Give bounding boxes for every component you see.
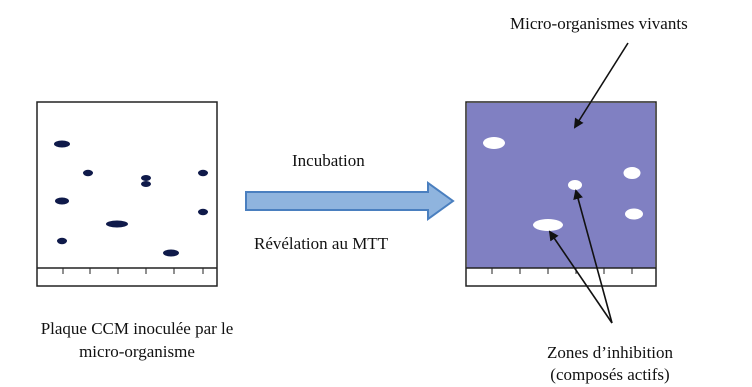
label-living-microorganisms: Micro-organismes vivants bbox=[510, 14, 688, 33]
inhibition-zone bbox=[623, 167, 641, 179]
inhibition-zone bbox=[483, 137, 505, 149]
left-plate-ruler-ticks bbox=[62, 268, 204, 274]
spot bbox=[141, 181, 151, 187]
label-mtt-revelation: Révélation au MTT bbox=[254, 234, 389, 253]
inhibition-zone bbox=[568, 180, 582, 190]
spot bbox=[198, 169, 208, 177]
microorganism-spots bbox=[54, 140, 208, 257]
inhibition-zone bbox=[533, 219, 563, 231]
caption-left-plate-line1: Plaque CCM inoculée par le bbox=[40, 319, 234, 338]
spot bbox=[198, 208, 208, 216]
spot bbox=[54, 140, 70, 148]
process-arrow bbox=[245, 181, 455, 221]
spot bbox=[55, 197, 69, 205]
spot bbox=[106, 220, 128, 228]
spot bbox=[57, 237, 67, 245]
caption-left-plate-line2: micro-organisme bbox=[79, 342, 195, 361]
inhibition-pointer-1 bbox=[573, 189, 613, 324]
inhibition-zone bbox=[625, 208, 643, 220]
pointer-arrows bbox=[548, 42, 629, 324]
spot bbox=[163, 249, 179, 257]
caption-inhibition-line2: (composés actifs) bbox=[550, 365, 670, 384]
inhibition-pointer-2 bbox=[548, 230, 613, 324]
spot bbox=[141, 175, 151, 181]
label-incubation: Incubation bbox=[292, 151, 365, 170]
spot bbox=[83, 169, 93, 177]
living-microorganisms-pointer bbox=[573, 42, 629, 129]
inhibition-zones bbox=[483, 137, 643, 231]
caption-inhibition-line1: Zones d’inhibition bbox=[546, 343, 674, 362]
left-tlc-plate bbox=[36, 101, 218, 287]
right-revealed-plate bbox=[465, 101, 657, 287]
